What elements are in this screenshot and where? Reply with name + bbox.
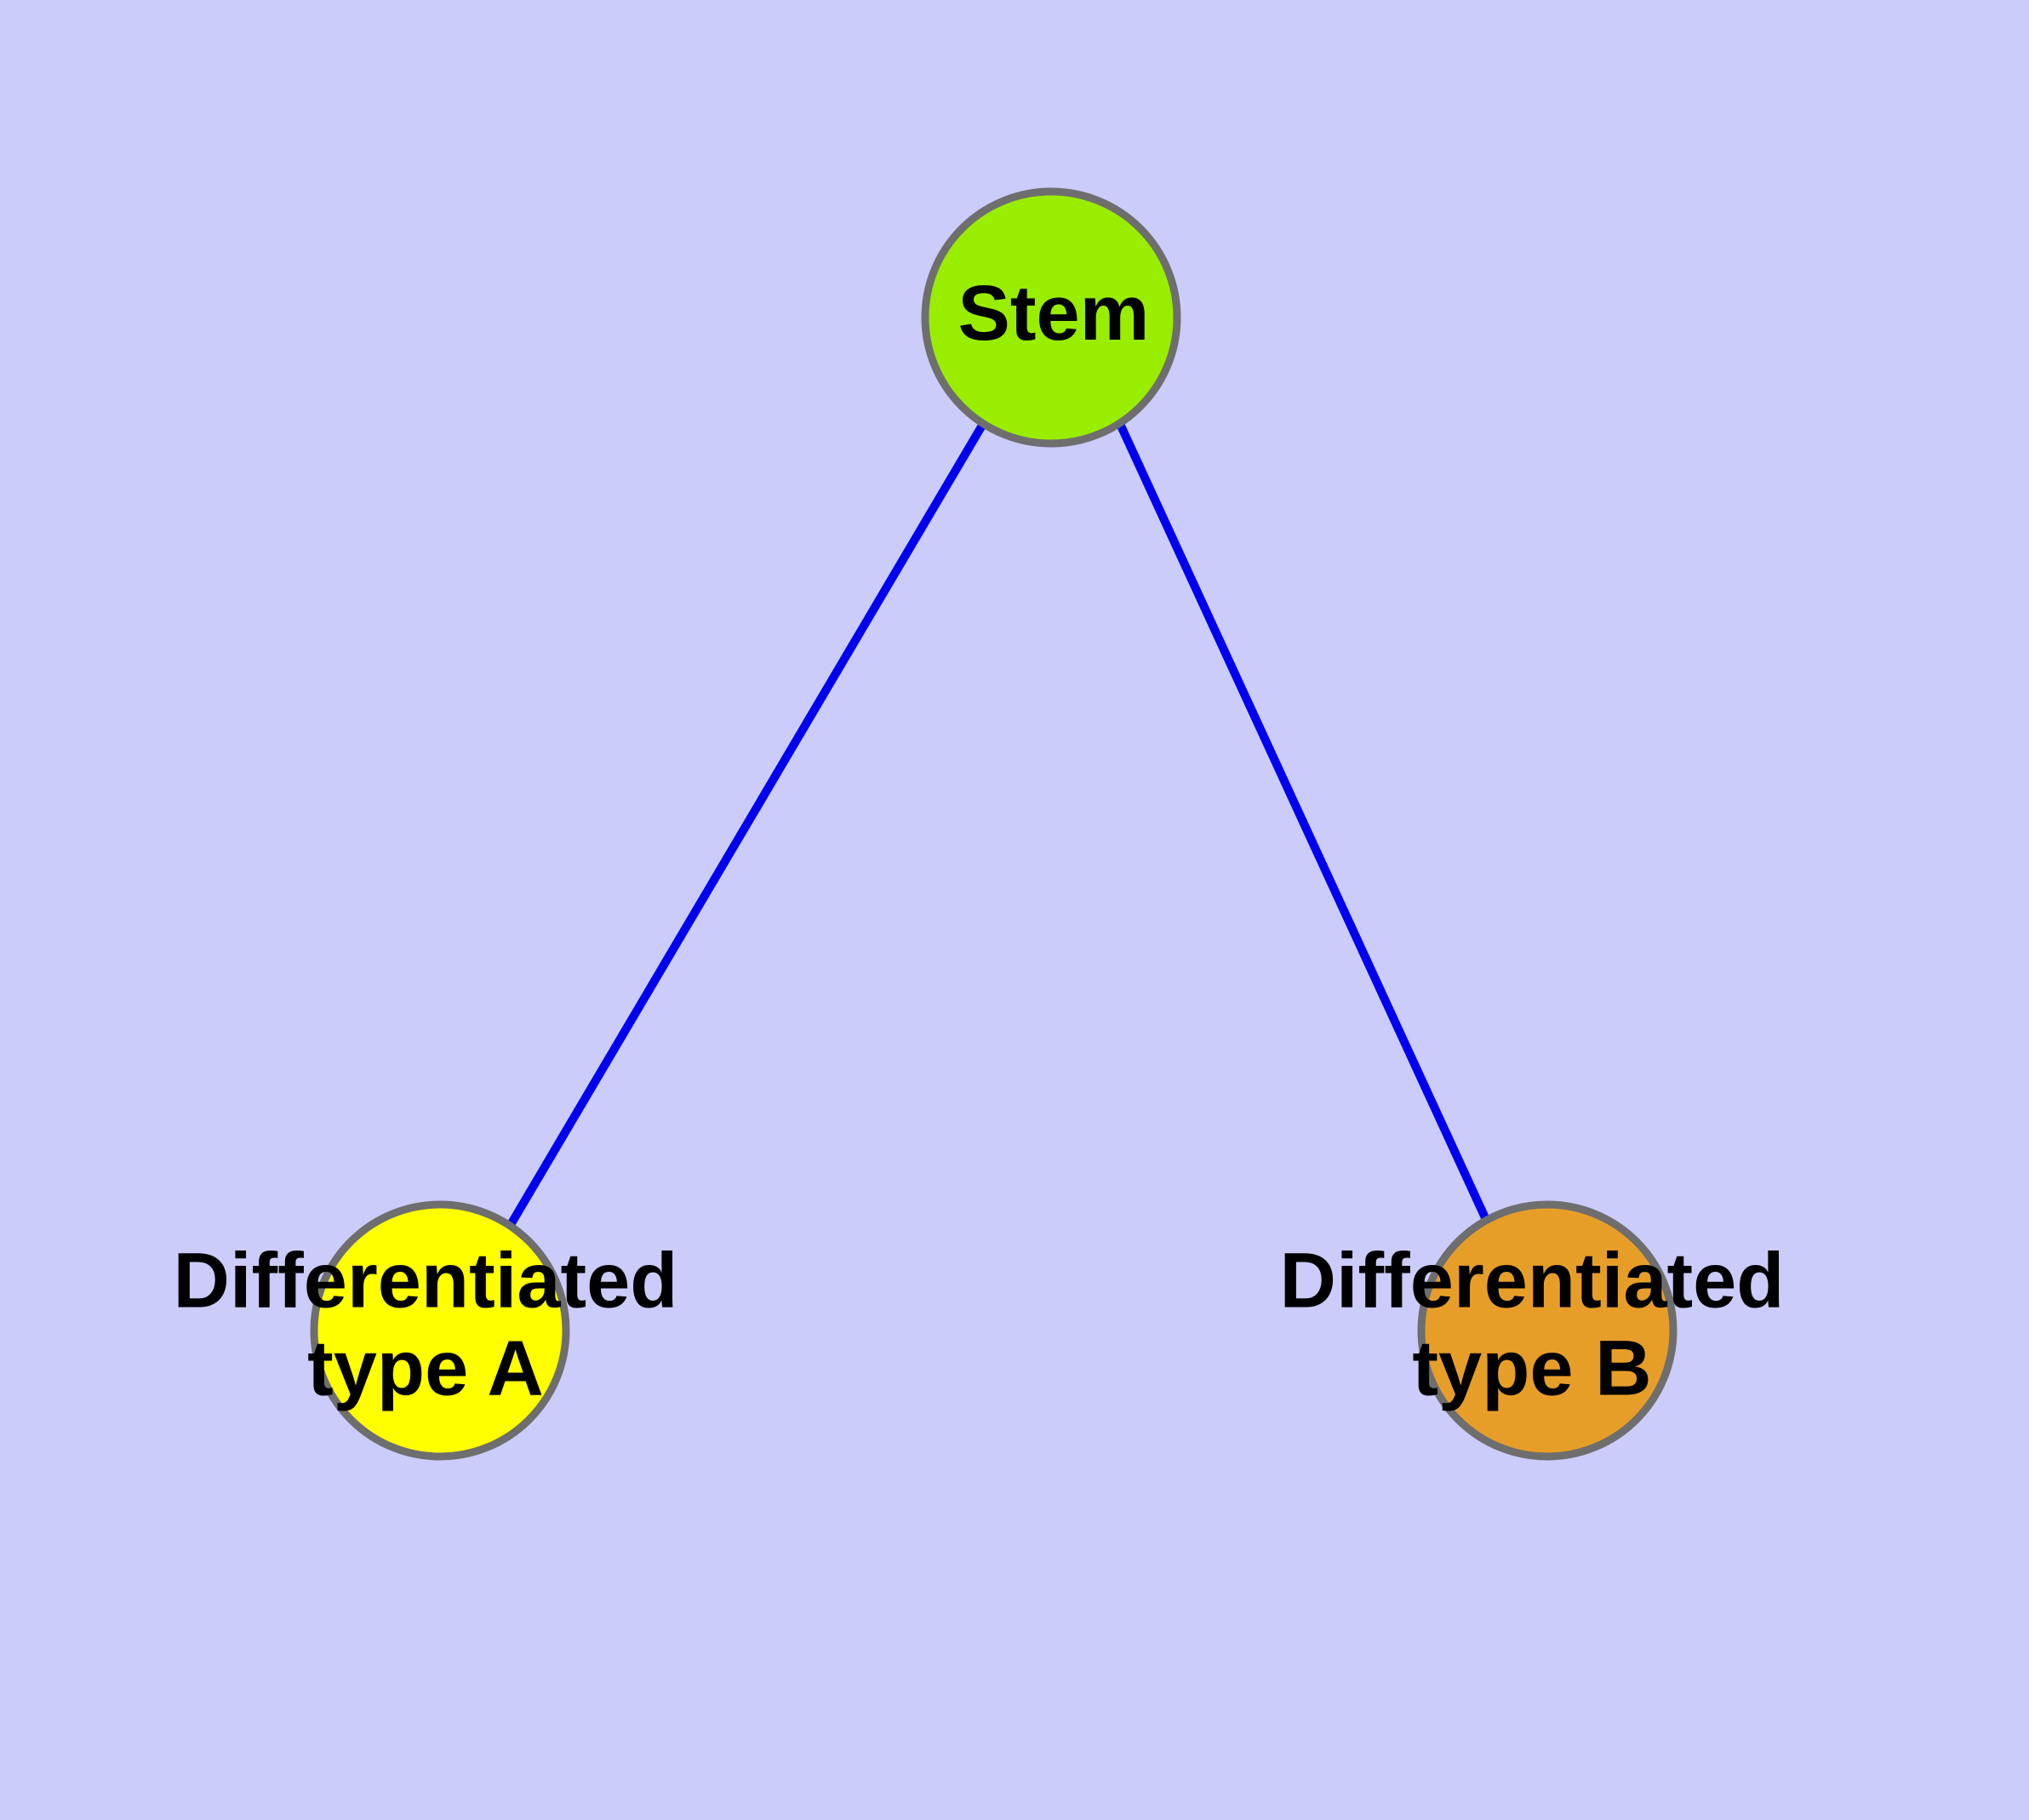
node-differentiated-type-a[interactable] — [310, 1200, 570, 1461]
node-layer — [310, 187, 1677, 1461]
edge-layer — [507, 421, 1492, 1226]
node-label-stem: Stem — [958, 270, 1150, 357]
edge-stem-to-differentiated-type-a[interactable] — [507, 421, 987, 1226]
edge-stem-to-differentiated-type-b[interactable] — [1116, 421, 1492, 1226]
node-stem[interactable] — [921, 187, 1181, 448]
node-differentiated-type-b[interactable] — [1417, 1200, 1677, 1461]
